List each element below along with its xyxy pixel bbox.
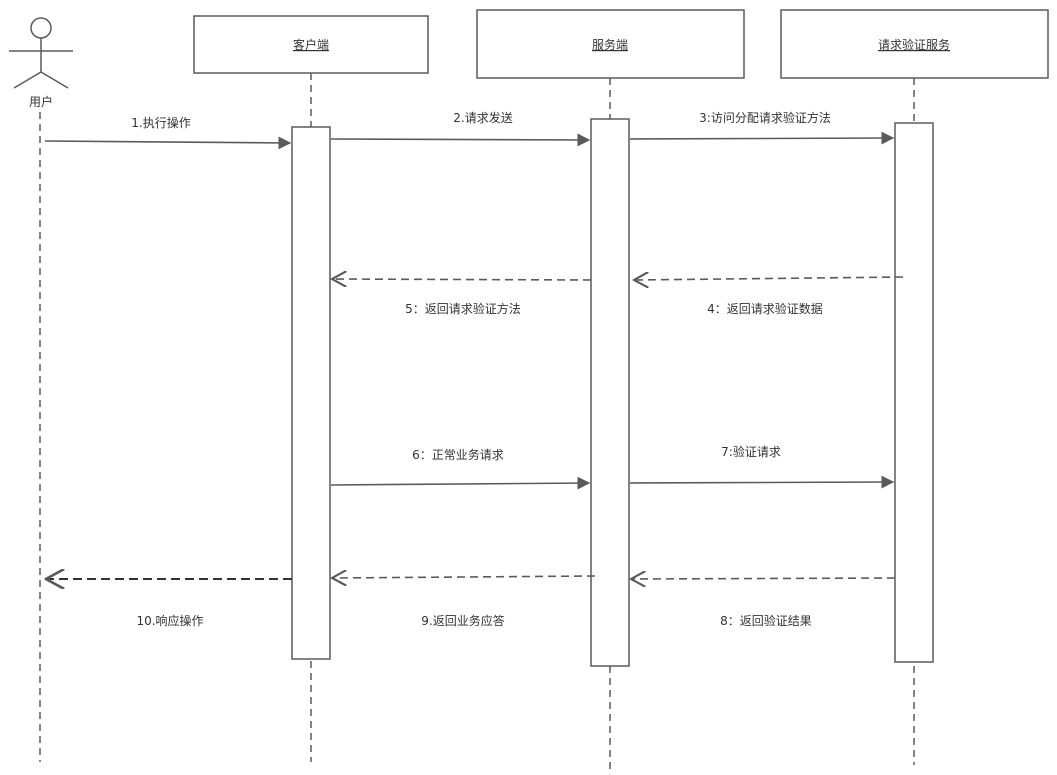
message-arrow [631, 578, 895, 579]
message-label: 5：返回请求验证方法 [405, 301, 521, 316]
participant-label: 客户端 [293, 37, 329, 52]
message-arrow [332, 279, 591, 280]
message-arrow [45, 141, 290, 143]
lifelines [40, 73, 914, 770]
actor-left-leg [14, 72, 41, 88]
message-arrow [630, 138, 893, 139]
message-label: 1.执行操作 [131, 115, 190, 130]
actor-head [31, 18, 51, 38]
participant-label: 服务端 [592, 37, 628, 52]
message-label: 6：正常业务请求 [412, 447, 504, 462]
message-10: 10.响应操作 [46, 579, 292, 628]
participant-auth-service: 请求验证服务 [781, 10, 1048, 78]
actor-right-leg [41, 72, 68, 88]
activation-bar-client [292, 127, 330, 659]
actor-user: 用户 [9, 18, 73, 109]
message-9: 9.返回业务应答 [332, 576, 595, 628]
participant-label: 请求验证服务 [878, 37, 950, 52]
participant-server: 服务端 [477, 10, 744, 78]
message-label: 8：返回验证结果 [720, 613, 812, 628]
actor-label: 用户 [29, 94, 53, 109]
message-label: 4：返回请求验证数据 [707, 301, 823, 316]
message-4: 4：返回请求验证数据 [634, 277, 903, 316]
message-label: 3:访问分配请求验证方法 [699, 110, 831, 125]
message-label: 10.响应操作 [136, 613, 203, 628]
message-arrow [331, 139, 589, 140]
message-arrow [332, 576, 595, 578]
message-8: 8：返回验证结果 [631, 578, 895, 628]
message-7: 7:验证请求 [630, 444, 893, 483]
message-3: 3:访问分配请求验证方法 [630, 110, 893, 139]
message-arrow [634, 277, 903, 280]
message-label: 2.请求发送 [453, 110, 512, 125]
message-2: 2.请求发送 [331, 110, 589, 140]
message-6: 6：正常业务请求 [331, 447, 589, 485]
message-1: 1.执行操作 [45, 115, 290, 143]
message-label: 9.返回业务应答 [421, 613, 504, 628]
message-5: 5：返回请求验证方法 [332, 279, 591, 316]
activation-bar-server [591, 119, 629, 666]
participant-client: 客户端 [194, 16, 428, 73]
message-arrow [630, 482, 893, 483]
message-label: 7:验证请求 [721, 444, 781, 459]
activation-bar-auth-service [895, 123, 933, 662]
message-arrow [331, 483, 589, 485]
